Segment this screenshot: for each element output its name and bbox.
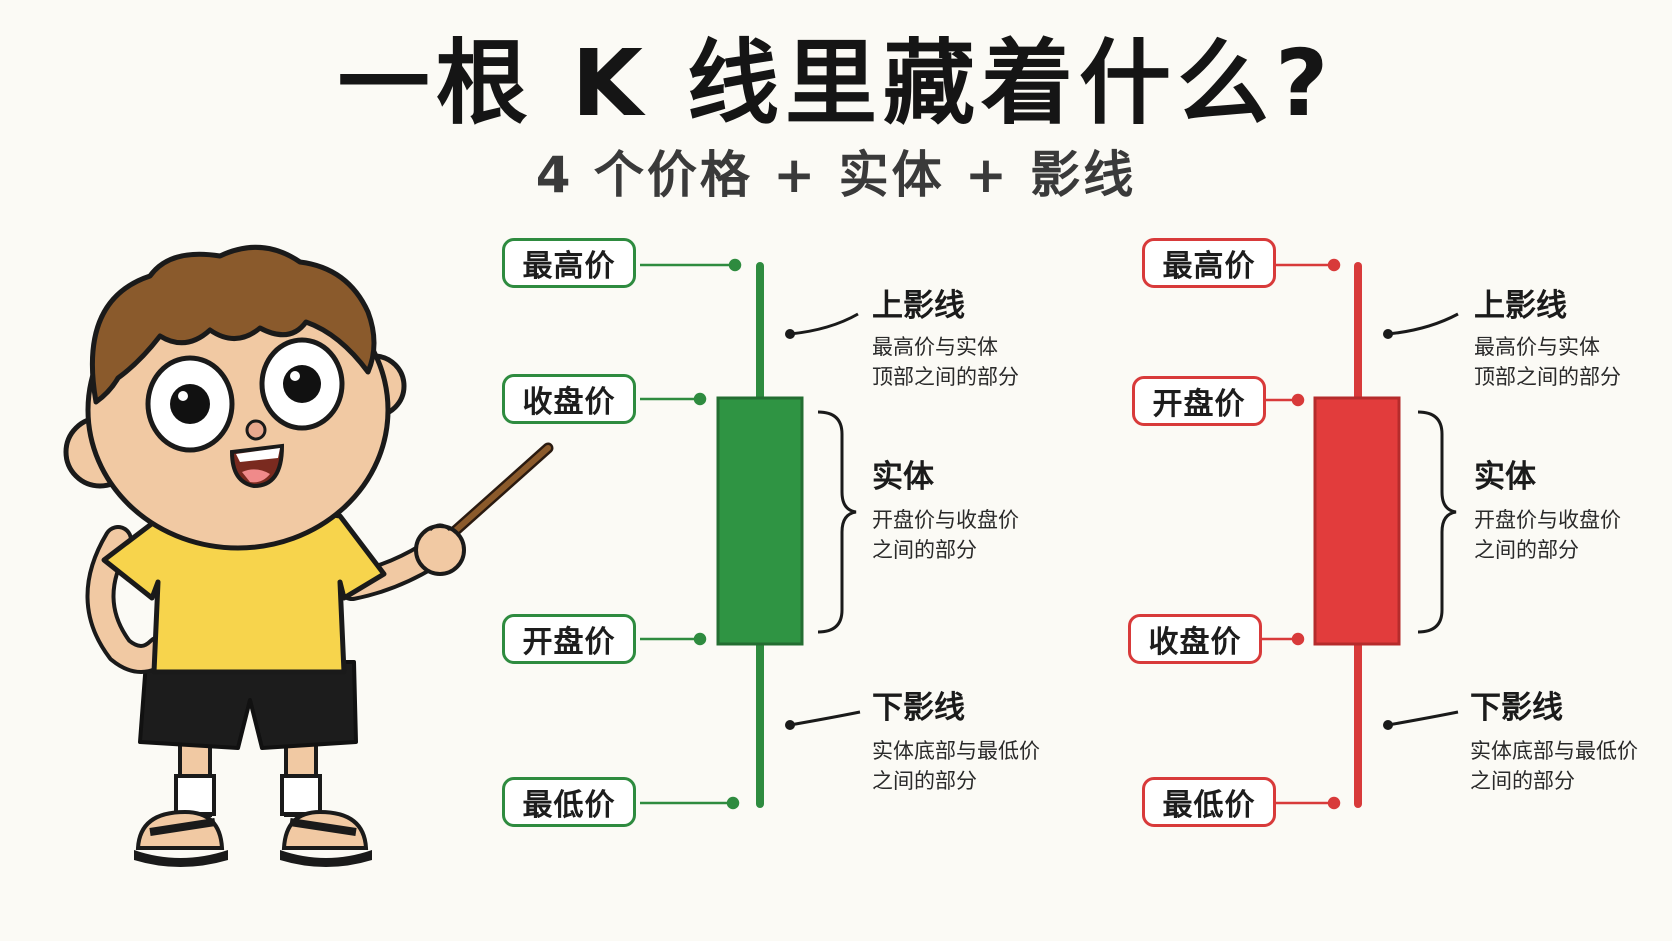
left-lower-shadow-title: 下影线 — [872, 690, 965, 726]
right-lower-shadow-line1: 实体底部与最低价 — [1470, 739, 1638, 763]
page-subtitle: 4 个价格 + 实体 + 影线 — [535, 146, 1137, 204]
bearish-candle — [1313, 262, 1401, 808]
right-high-label: 最高价 — [1142, 238, 1276, 288]
left-high-label: 最高价 — [502, 238, 636, 288]
right-upper-shadow-line1: 最高价与实体 — [1474, 335, 1600, 359]
bullish-candle — [716, 262, 804, 808]
left-body-desc: 开盘价与收盘价 之间的部分 — [872, 505, 1062, 565]
right-body-line2: 之间的部分 — [1474, 538, 1579, 562]
right-upper-shadow-desc: 最高价与实体 顶部之间的部分 — [1474, 332, 1664, 392]
right-close-label: 收盘价 — [1128, 614, 1262, 664]
left-body-title: 实体 — [872, 459, 934, 495]
left-lower-shadow-line2: 之间的部分 — [872, 769, 977, 793]
right-upper-shadow-title: 上影线 — [1474, 288, 1567, 324]
right-lower-shadow-line2: 之间的部分 — [1470, 769, 1575, 793]
page-title: 一根 K 线里藏着什么? — [337, 30, 1335, 137]
right-low-label: 最低价 — [1142, 777, 1276, 827]
right-body-desc: 开盘价与收盘价 之间的部分 — [1474, 505, 1664, 565]
left-lower-shadow-line1: 实体底部与最低价 — [872, 739, 1040, 763]
left-low-label: 最低价 — [502, 777, 636, 827]
right-upper-shadow-line2: 顶部之间的部分 — [1474, 365, 1621, 389]
left-lower-shadow-desc: 实体底部与最低价 之间的部分 — [872, 736, 1062, 796]
left-open-label: 开盘价 — [502, 614, 636, 664]
left-upper-shadow-line2: 顶部之间的部分 — [872, 365, 1019, 389]
right-open-label: 开盘价 — [1132, 376, 1266, 426]
left-upper-shadow-desc: 最高价与实体 顶部之间的部分 — [872, 332, 1062, 392]
right-lower-shadow-desc: 实体底部与最低价 之间的部分 — [1470, 736, 1660, 796]
left-upper-shadow-title: 上影线 — [872, 288, 965, 324]
right-body-line1: 开盘价与收盘价 — [1474, 508, 1621, 532]
left-body-line1: 开盘价与收盘价 — [872, 508, 1019, 532]
right-body-title: 实体 — [1474, 459, 1536, 495]
left-body-line2: 之间的部分 — [872, 538, 977, 562]
left-close-label: 收盘价 — [502, 374, 636, 424]
right-lower-shadow-title: 下影线 — [1470, 690, 1563, 726]
left-upper-shadow-line1: 最高价与实体 — [872, 335, 998, 359]
